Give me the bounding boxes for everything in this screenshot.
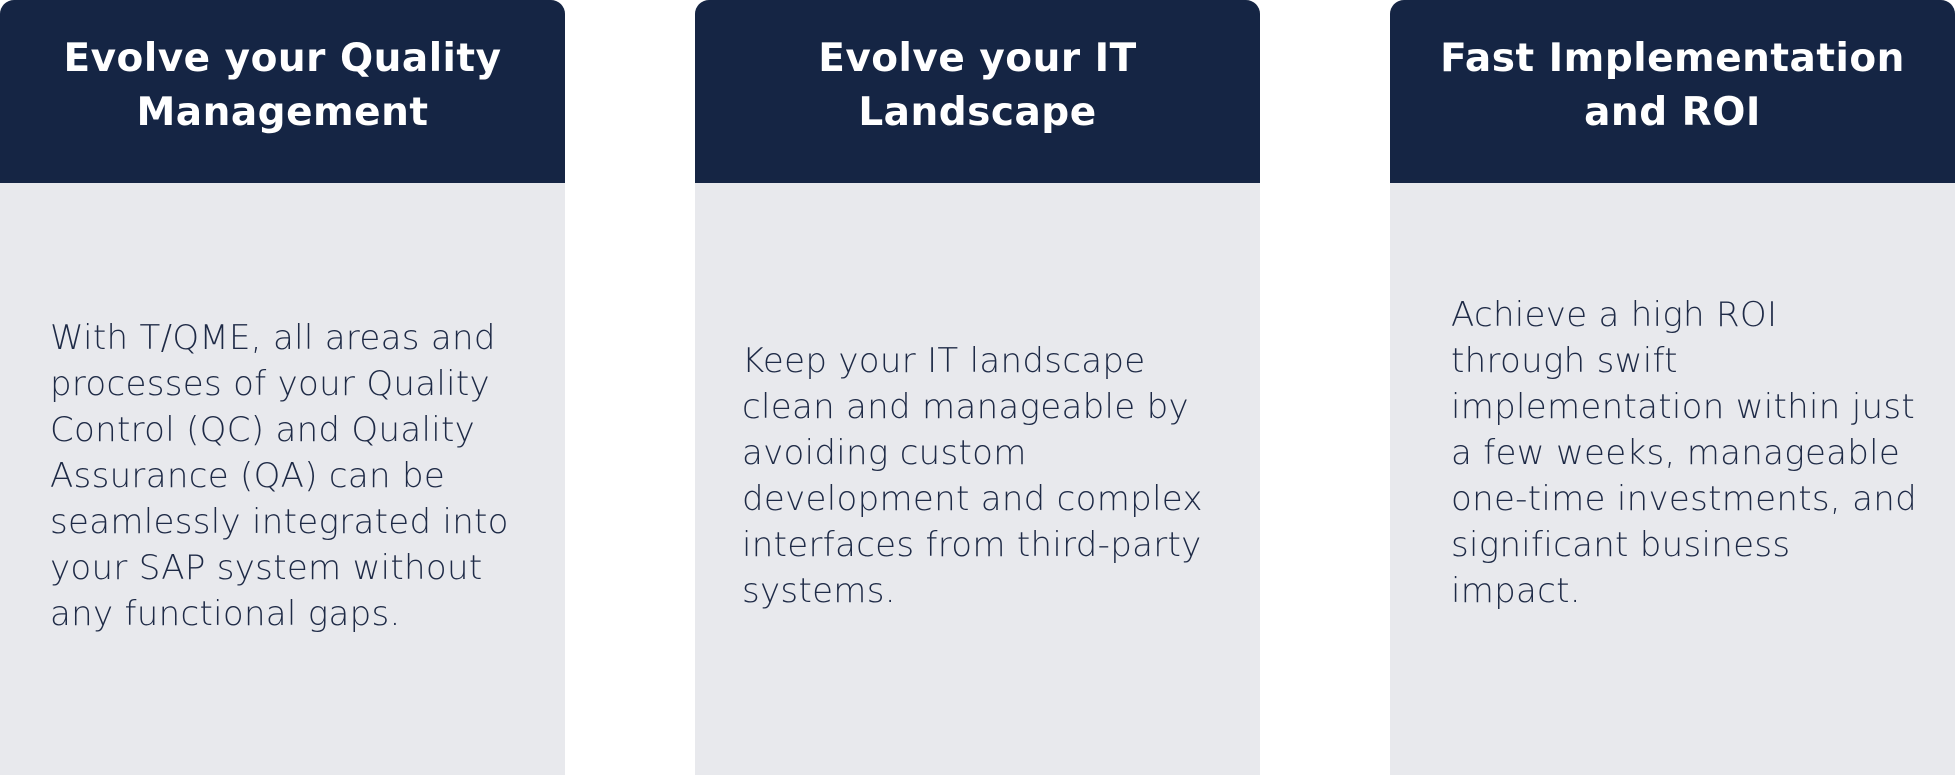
card-description: Achieve a high ROI through swift impleme… [1451,295,1917,611]
card-header: Evolve your IT Landscape [695,0,1260,183]
card-header: Evolve your Quality Management [0,0,565,183]
card-title: Fast Implementation and ROI [1440,35,1905,135]
card-header: Fast Implementation and ROI [1390,0,1955,183]
quality-management-card: Evolve your Quality Management With T/QM… [0,0,565,775]
it-landscape-card: Evolve your IT Landscape Keep your IT la… [695,0,1260,775]
card-description: Keep your IT landscape clean and managea… [742,341,1203,611]
card-description: With T/QME, all areas and processes of y… [50,318,509,634]
card-title: Evolve your Quality Management [63,35,502,135]
card-title: Evolve your IT Landscape [818,35,1137,135]
fast-implementation-card: Fast Implementation and ROI Achieve a hi… [1390,0,1955,775]
